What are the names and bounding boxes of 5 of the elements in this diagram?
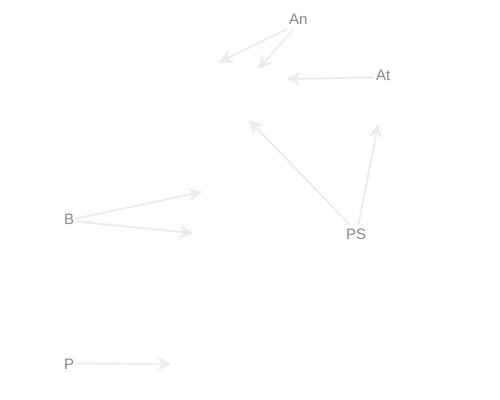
node-label: At <box>374 66 392 85</box>
node-label: PS <box>344 225 368 244</box>
node-label: P <box>62 355 76 374</box>
node-label: An <box>287 10 310 29</box>
node-label: B <box>62 210 76 229</box>
